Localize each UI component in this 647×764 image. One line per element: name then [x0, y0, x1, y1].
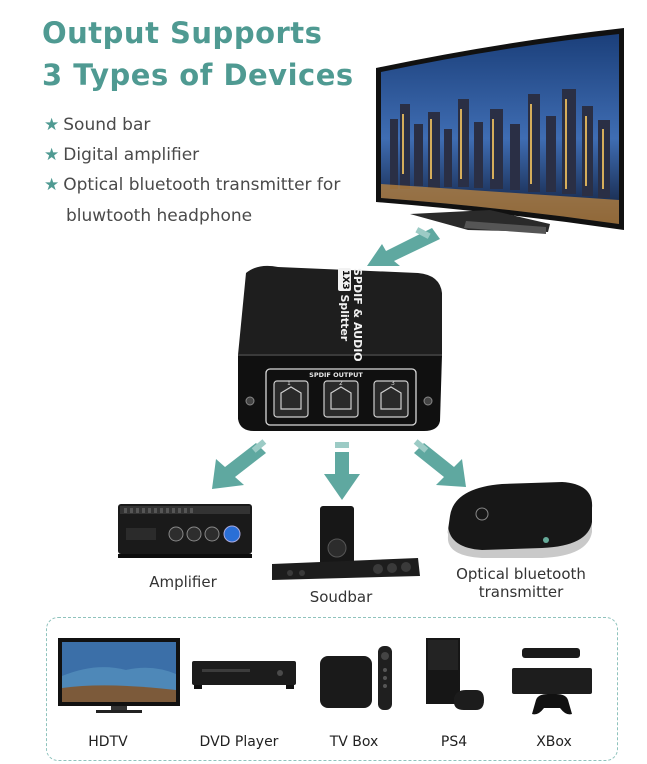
splitter-badge: 1X3 — [338, 268, 351, 292]
star-icon: ★ — [44, 145, 60, 165]
dvd-player-image — [192, 661, 296, 689]
star-icon: ★ — [44, 175, 60, 195]
ps4-image — [426, 638, 484, 710]
source-label-dvd-player: DVD Player — [199, 734, 279, 750]
feature-text: Sound bar — [63, 115, 151, 135]
splitter-device — [238, 265, 442, 431]
arrow-icon — [212, 439, 267, 489]
arrow-icon — [367, 227, 440, 266]
spdif-output-label: SPDIF OUTPUT — [296, 371, 376, 379]
hdtv-image — [58, 638, 180, 713]
feature-item: ★ Sound bar — [44, 115, 150, 135]
port-number: 3 — [391, 380, 395, 387]
amplifier-image — [118, 504, 252, 558]
headline-line-1: Output Supports — [42, 16, 323, 50]
tv-box-image — [320, 646, 392, 710]
soundbar-label: Soudbar — [309, 588, 373, 606]
splitter-brand-line-1: SPDIF & AUDIO — [351, 268, 364, 362]
port-number: 1 — [287, 380, 291, 387]
transmitter-label-line-2: transmitter — [478, 583, 564, 601]
feature-text: Optical bluetooth transmitter for — [63, 175, 341, 195]
source-label-ps4: PS4 — [440, 734, 468, 750]
amplifier-label: Amplifier — [149, 573, 217, 591]
transmitter-label-line-1: Optical bluetooth — [456, 565, 586, 583]
tv-image — [376, 28, 624, 234]
port-number: 2 — [339, 380, 343, 387]
source-devices-panel — [46, 617, 618, 761]
headline-line-2: 3 Types of Devices — [42, 58, 354, 92]
source-label-tv-box: TV Box — [329, 734, 379, 750]
arrow-icon — [324, 442, 360, 500]
feature-item: ★ Optical bluetooth transmitter for — [44, 175, 340, 195]
feature-item: ★ Digital amplifier — [44, 145, 199, 165]
source-label-xbox: XBox — [536, 734, 572, 750]
source-label-hdtv: HDTV — [88, 734, 128, 750]
splitter-brand-line-2: Splitter — [338, 294, 351, 342]
soundbar-image — [272, 506, 420, 580]
star-icon: ★ — [44, 115, 60, 135]
feature-text-continuation: bluwtooth headphone — [66, 206, 253, 226]
feature-text: Digital amplifier — [63, 145, 200, 165]
arrow-icon — [413, 439, 466, 487]
splitter-label: SPDIF & AUDIO 1X3 Splitter — [332, 268, 364, 362]
transmitter-image — [447, 482, 593, 558]
xbox-image — [512, 648, 592, 715]
